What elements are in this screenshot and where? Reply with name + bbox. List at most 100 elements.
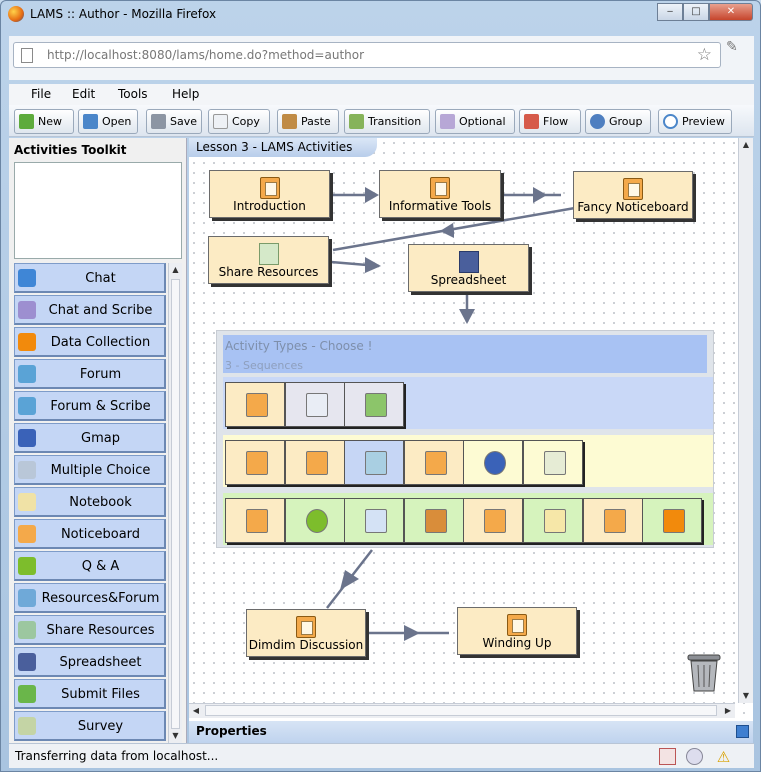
activity-dimdim-discussion[interactable]: Dimdim Discussion	[246, 609, 366, 657]
sequence-activity-cell[interactable]	[582, 498, 643, 543]
spreadsheet-icon	[18, 653, 36, 671]
status-bar: Transferring data from localhost... ⚠	[9, 743, 754, 768]
menu-file[interactable]: File	[31, 87, 52, 101]
sequence-activity-cell[interactable]	[225, 382, 285, 427]
group-button[interactable]: Group	[585, 109, 651, 134]
toolkit-item[interactable]: Forum	[14, 359, 166, 389]
noticeboard-icon	[424, 451, 447, 475]
scroll-down-icon[interactable]: ▼	[172, 731, 179, 740]
sequence-activity-cell[interactable]	[284, 382, 345, 427]
maximize-button[interactable]: □	[683, 3, 709, 21]
sequence-activity-cell[interactable]	[523, 498, 583, 543]
trash-icon[interactable]	[684, 651, 724, 693]
toolkit-item-label: Chat and Scribe	[48, 303, 153, 318]
forum-icon	[18, 365, 36, 383]
flow-button[interactable]: Flow	[519, 109, 581, 134]
toolkit-item[interactable]: Survey	[14, 711, 166, 741]
sequence-activity-cell[interactable]	[642, 498, 703, 543]
sequence-activity-cell[interactable]	[284, 498, 345, 543]
menu-edit[interactable]: Edit	[72, 87, 96, 101]
new-label: New	[38, 115, 62, 128]
new-button[interactable]: New	[14, 109, 74, 134]
sequence-activity-cell[interactable]	[344, 498, 405, 543]
close-button[interactable]: ✕	[709, 3, 753, 21]
scroll-down-icon[interactable]: ▼	[742, 691, 750, 700]
sequence-activity-cell[interactable]	[344, 440, 405, 485]
design-canvas[interactable]: Lesson 3 - LAMS Activities	[189, 138, 753, 721]
popup-blocked-icon[interactable]	[659, 748, 676, 765]
open-button[interactable]: Open	[78, 109, 138, 134]
toolkit-item[interactable]: Forum & Scribe	[14, 391, 166, 421]
menu-tools[interactable]: Tools	[118, 87, 148, 101]
copy-button[interactable]: Copy	[208, 109, 270, 134]
sequence-activity-cell[interactable]	[463, 440, 524, 485]
transition-button[interactable]: Transition	[344, 109, 430, 134]
sequence-activity-cell[interactable]	[523, 440, 583, 485]
sequence-activity-cell[interactable]	[225, 498, 285, 543]
toolkit-item[interactable]: Submit Files	[14, 679, 166, 709]
canvas-horizontal-scrollbar[interactable]: ◀ ▶	[189, 703, 735, 718]
optional-button[interactable]: Optional	[435, 109, 515, 134]
activity-fancy-noticeboard[interactable]: Fancy Noticeboard	[573, 171, 693, 219]
menu-help[interactable]: Help	[172, 87, 200, 101]
canvas-vertical-scrollbar[interactable]: ▲ ▼	[738, 138, 753, 703]
toolkit-item[interactable]: Noticeboard	[14, 519, 166, 549]
minimize-button[interactable]: ‒	[657, 3, 683, 21]
scroll-up-icon[interactable]: ▲	[172, 265, 179, 274]
scroll-left-icon[interactable]: ◀	[192, 706, 200, 715]
toolkit-item-label: Data Collection	[50, 335, 151, 350]
activity-label: Fancy Noticeboard	[577, 200, 689, 214]
toolkit-item[interactable]: Spreadsheet	[14, 647, 166, 677]
toolkit-item[interactable]: Share Resources	[14, 615, 166, 645]
sequence-activity[interactable]: Activity Types - Choose ! 3 - Sequences	[216, 330, 714, 548]
group-label: Group	[609, 115, 643, 128]
sequence-activity-cell[interactable]	[344, 382, 405, 427]
toolkit-item[interactable]: Data Collection	[14, 327, 166, 357]
sequence-activity-cell[interactable]	[225, 440, 285, 485]
activity-label: Winding Up	[482, 636, 552, 650]
warning-icon[interactable]: ⚠	[716, 748, 731, 766]
activity-share-resources[interactable]: Share Resources	[208, 236, 329, 284]
activity-spreadsheet[interactable]: Spreadsheet	[408, 244, 529, 292]
toolkit-item[interactable]: Gmap	[14, 423, 166, 453]
toolkit-item[interactable]: Q & A	[14, 551, 166, 581]
url-text[interactable]: http://localhost:8080/lams/home.do?metho…	[47, 48, 365, 62]
activity-informative-tools[interactable]: Informative Tools	[379, 170, 501, 218]
addon-icon[interactable]	[686, 748, 703, 765]
toolkit-scrollbar[interactable]: ▲ ▼	[168, 263, 182, 743]
toolkit-description-box	[14, 162, 182, 259]
sequence-activity-cell[interactable]	[403, 498, 464, 543]
bookmark-star-icon[interactable]: ☆	[696, 45, 712, 65]
url-bar[interactable]: http://localhost:8080/lams/home.do?metho…	[13, 42, 721, 68]
sequence-activity-cell[interactable]	[403, 440, 464, 485]
toolkit-title: Activities Toolkit	[14, 143, 127, 157]
toolkit-item[interactable]: Chat and Scribe	[14, 295, 166, 325]
activity-winding-up[interactable]: Winding Up	[457, 607, 577, 655]
sequence-title: Activity Types - Choose !	[225, 339, 373, 353]
sequence-activity-cell[interactable]	[284, 440, 345, 485]
pencil-icon[interactable]: ✎	[726, 39, 738, 55]
toolkit-item[interactable]: Resources&Forum	[14, 583, 166, 613]
paste-button[interactable]: Paste	[277, 109, 339, 134]
toolkit-item[interactable]: Multiple Choice	[14, 455, 166, 485]
activity-introduction[interactable]: Introduction	[209, 170, 330, 218]
forum-scribe-icon	[18, 397, 36, 415]
arrowhead-3	[440, 223, 454, 238]
save-button[interactable]: Save	[146, 109, 202, 134]
toolkit-item[interactable]: Chat	[14, 263, 166, 293]
preview-button[interactable]: Preview	[658, 109, 732, 134]
scroll-right-icon[interactable]: ▶	[724, 706, 732, 715]
expand-icon[interactable]	[736, 725, 749, 738]
toolkit-item-label: Forum	[79, 367, 122, 382]
canvas-scroll-thumb[interactable]	[205, 705, 717, 716]
toolkit-scroll-thumb[interactable]	[171, 279, 180, 729]
toolkit-item[interactable]: Notebook	[14, 487, 166, 517]
toolkit-item-label: Share Resources	[46, 623, 155, 638]
sequence-activity-cell[interactable]	[463, 498, 524, 543]
navigation-bar: http://localhost:8080/lams/home.do?metho…	[9, 36, 754, 80]
properties-bar[interactable]: Properties	[189, 721, 753, 743]
scroll-up-icon[interactable]: ▲	[742, 140, 750, 149]
toolkit-item-label: Multiple Choice	[50, 463, 151, 478]
noticeboard-icon	[305, 451, 328, 475]
multiple-choice-icon	[305, 393, 328, 417]
